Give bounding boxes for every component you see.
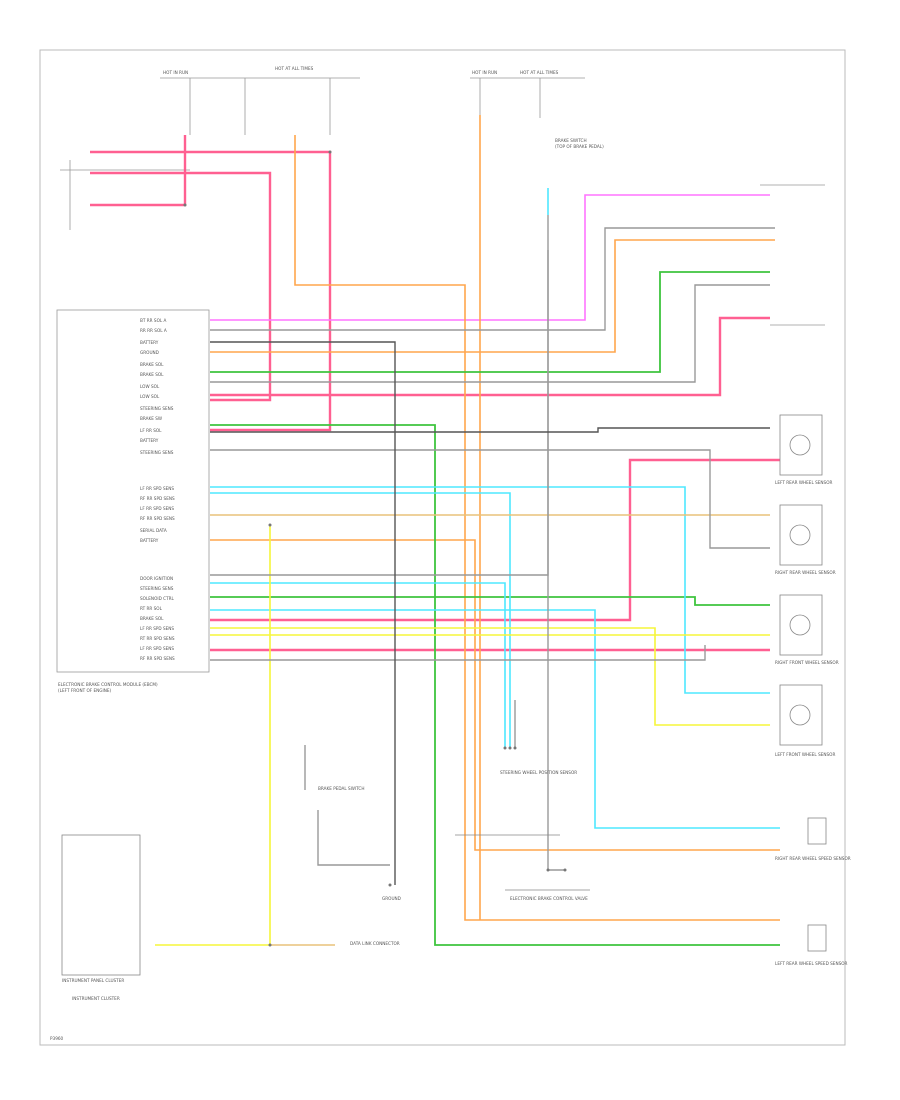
left-front-sensor-label: LEFT FRONT WHEEL SENSOR (775, 752, 835, 757)
wire-pink-6 (210, 458, 780, 622)
fuse-label-4: HOT AT ALL TIMES (520, 70, 559, 75)
wire-cyan-3 (210, 582, 506, 748)
wire-dark-2 (210, 427, 770, 433)
ground-label: GROUND (382, 896, 401, 901)
sensor-rr-box (779, 504, 823, 566)
pin-label: BATTERY (140, 438, 159, 443)
wire-green-3 (210, 596, 770, 606)
brake-switch-label: BRAKE SWITCH (555, 138, 587, 143)
cluster-sub-label: INSTRUMENT CLUSTER (72, 996, 120, 1001)
wire-cyan-4 (210, 609, 780, 829)
wire-gray-1 (210, 227, 775, 331)
pin-label: BRAKE SOL (140, 616, 164, 621)
data-link-label: DATA LINK CONNECTOR (350, 941, 400, 946)
wire-gray-8 (317, 810, 390, 866)
wire-pink-1 (90, 150, 332, 185)
page-code: P3960 (50, 1036, 64, 1041)
fuse-label-1: HOT IN RUN (163, 70, 188, 75)
left-rear-sensor-label: LEFT REAR WHEEL SENSOR (775, 480, 832, 485)
sensor-lf-box (779, 684, 823, 746)
wire-orange-2 (210, 239, 775, 353)
wire-yellow-1 (210, 627, 770, 726)
pin-label: BRAKE SOL (140, 362, 164, 367)
wire-orange-3 (210, 539, 780, 851)
wire-magenta-1 (210, 194, 770, 321)
ebcm-valve-label: ELECTRONIC BRAKE CONTROL VALVE (510, 896, 588, 901)
ebcm-pin-labels: BT RR SOL A RR RR SOL A BATTERY GROUND B… (140, 318, 175, 661)
cluster-box (61, 834, 141, 976)
pin-label: RF RR SPD SENS (140, 516, 175, 521)
pin-label: SOLENOID CTRL (140, 596, 175, 601)
pin-label: GROUND (140, 350, 159, 355)
pin-label: LF RR SPD SENS (140, 486, 174, 491)
pin-label: RR RR SOL A (140, 328, 167, 333)
wire-gray-6 (547, 250, 565, 871)
pin-label: LF RR SPD SENS (140, 626, 174, 631)
pin-label: LF RR SOL (140, 428, 162, 433)
diagram-border (39, 49, 846, 1046)
pin-label: LOW SOL (140, 384, 160, 389)
pin-label: STEERING SENS (140, 586, 174, 591)
pin-label: STEERING SENS (140, 450, 174, 455)
pin-label: BT RR SOL A (140, 318, 167, 323)
fuse-label-3: HOT IN RUN (472, 70, 497, 75)
pin-label: LF RR SPD SENS (140, 646, 174, 651)
wire-green-2 (210, 424, 780, 946)
wire-gray-2 (210, 284, 770, 383)
ebcm-box (56, 309, 210, 673)
brake-pedal-switch-label: BRAKE PEDAL SWITCH (318, 786, 364, 791)
wire-dark-1 (210, 341, 396, 885)
wire-pink-2 (90, 171, 272, 402)
pin-label: DOOR IGNITION (140, 576, 173, 581)
pin-label: LF RR SPD SENS (140, 506, 174, 511)
pin-label: BRAKE SW (140, 416, 162, 421)
pin-label: LOW SOL (140, 394, 160, 399)
fuse-label-2: HOT AT ALL TIMES (275, 66, 314, 71)
wire-green-1 (210, 271, 770, 373)
wheel-rr-box (807, 817, 827, 845)
right-front-sensor-label: RIGHT FRONT WHEEL SENSOR (775, 660, 839, 665)
wheel-lr-box (807, 924, 827, 952)
right-rear-sensor-label: RIGHT REAR WHEEL SENSOR (775, 570, 836, 575)
ebcm-title: ELECTRONIC BRAKE CONTROL MODULE (EBCM) (58, 682, 158, 687)
sensor-rf-box (779, 594, 823, 656)
instrument-panel-label: INSTRUMENT PANEL CLUSTER (62, 978, 124, 983)
pin-label: STEERING SENS (140, 406, 174, 411)
pin-label: BATTERY (140, 340, 159, 345)
wire-orange-1 (294, 135, 780, 921)
wire-gray-3 (210, 449, 770, 549)
ebcm-subtitle: (LEFT FRONT OF ENGINE) (58, 688, 112, 693)
pin-label: RF RR SPD SENS (140, 496, 175, 501)
wire-cyan-2 (210, 492, 511, 748)
right-rear-wheel-label: RIGHT REAR WHEEL SPEED SENSOR (775, 856, 851, 861)
pin-label: RF RR SPD SENS (140, 656, 175, 661)
left-rear-wheel-label: LEFT REAR WHEEL SPEED SENSOR (775, 961, 848, 966)
sensor-lr-box (779, 414, 823, 476)
wire-cyan-1 (210, 486, 770, 694)
pin-label: BATTERY (140, 538, 159, 543)
pin-label: SERIAL DATA (140, 528, 167, 533)
pin-label: BRAKE SOL (140, 372, 164, 377)
pin-label: RT RR SOL (140, 606, 163, 611)
wire-gray-5 (210, 645, 706, 661)
brake-switch-sub: (TOP OF BRAKE PEDAL) (555, 144, 604, 149)
pin-label: RT RR SPD SENS (140, 636, 175, 641)
wire-pink-5 (210, 185, 332, 432)
steering-wheel-label: STEERING WHEEL POSITION SENSOR (500, 770, 577, 775)
